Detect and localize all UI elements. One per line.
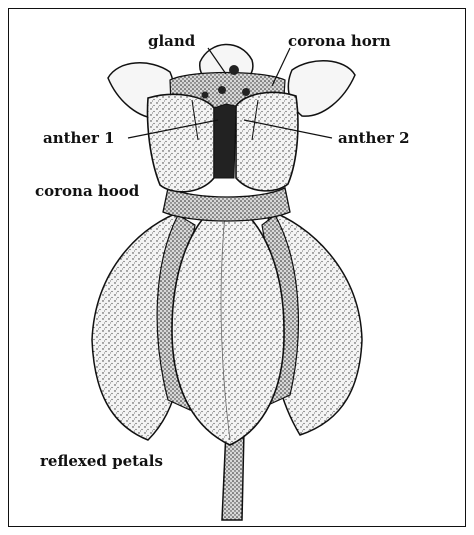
label-anther-2: anther 2 <box>338 131 410 146</box>
label-corona-hood: corona hood <box>35 184 139 199</box>
receptacle <box>163 188 290 221</box>
label-reflexed-petals: reflexed petals <box>40 454 163 469</box>
label-anther-1: anther 1 <box>43 131 115 146</box>
label-corona-horn: corona horn <box>288 34 391 49</box>
corona-hood-right <box>236 92 298 191</box>
anther-slit <box>214 104 236 178</box>
label-gland: gland <box>148 34 195 49</box>
corona-hood-left <box>148 94 215 191</box>
corona-hood-right-outer <box>288 61 355 116</box>
